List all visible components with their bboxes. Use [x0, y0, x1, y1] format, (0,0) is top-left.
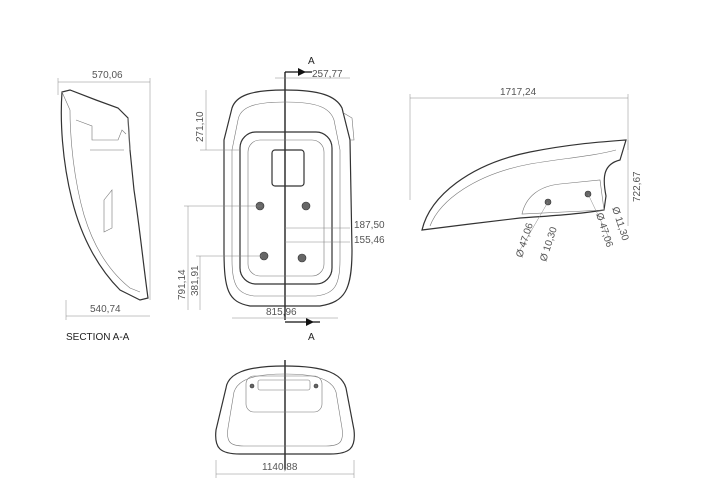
screw-bottom-right	[297, 253, 307, 263]
screw-top-right	[301, 201, 311, 211]
dim-1140: 1140,88	[262, 462, 298, 473]
dim-271: 271,10	[195, 111, 206, 142]
leader-line	[587, 193, 611, 241]
dim-hole-47-right: Ø 47,06	[593, 212, 615, 250]
dim-791: 791,14	[177, 269, 188, 300]
bottom-housing-outer	[215, 365, 355, 455]
front-view: A A 257,77 271,10 187,50 155,46	[177, 56, 385, 343]
front-housing-outer	[223, 89, 353, 307]
section-marker-bottom: A	[308, 332, 315, 343]
dim-540: 540,74	[90, 304, 121, 315]
dim-155: 155,46	[354, 235, 385, 246]
side-view: 1717,24 722,67 Ø 47,06 Ø 10,30 Ø 47,06 Ø…	[409, 87, 643, 263]
section-rib	[75, 119, 127, 141]
side-mount-plate	[521, 179, 605, 215]
section-marker-top: A	[308, 56, 315, 67]
leader-line	[519, 201, 549, 251]
dim-722: 722,67	[632, 171, 643, 202]
section-lip	[61, 91, 131, 151]
section-title: SECTION A-A	[66, 332, 130, 343]
side-fender-inner	[429, 149, 617, 227]
dim-hole-47-left: Ø 47,06	[514, 221, 536, 259]
front-recess-outer	[239, 131, 333, 285]
arrow-head	[306, 318, 314, 326]
front-side-ear	[341, 111, 355, 141]
section-bracket	[103, 189, 113, 233]
section-profile-outer	[60, 89, 149, 301]
bottom-screw-left	[249, 383, 255, 389]
arrow-head	[298, 68, 306, 76]
dim-381: 381,91	[190, 265, 201, 296]
bottom-housing-inner	[227, 373, 343, 447]
bottom-view: 1140,88	[215, 360, 355, 478]
dim-257: 257,77	[312, 69, 343, 80]
section-view: 570,06 540,74 SECTION A-A	[57, 70, 151, 343]
front-recess-inner	[247, 139, 325, 277]
front-window	[271, 149, 305, 187]
bottom-recess	[245, 375, 323, 413]
bottom-screw-right	[313, 383, 319, 389]
dim-570: 570,06	[92, 70, 123, 81]
dim-1717: 1717,24	[500, 87, 537, 98]
bottom-slot	[257, 379, 311, 391]
dim-815: 815,96	[266, 307, 297, 318]
front-housing-inner	[231, 101, 341, 297]
dim-187: 187,50	[354, 220, 385, 231]
section-profile-inner	[69, 109, 141, 293]
side-fender-outer	[421, 139, 627, 231]
dim-hole-10: Ø 10,30	[538, 225, 560, 263]
